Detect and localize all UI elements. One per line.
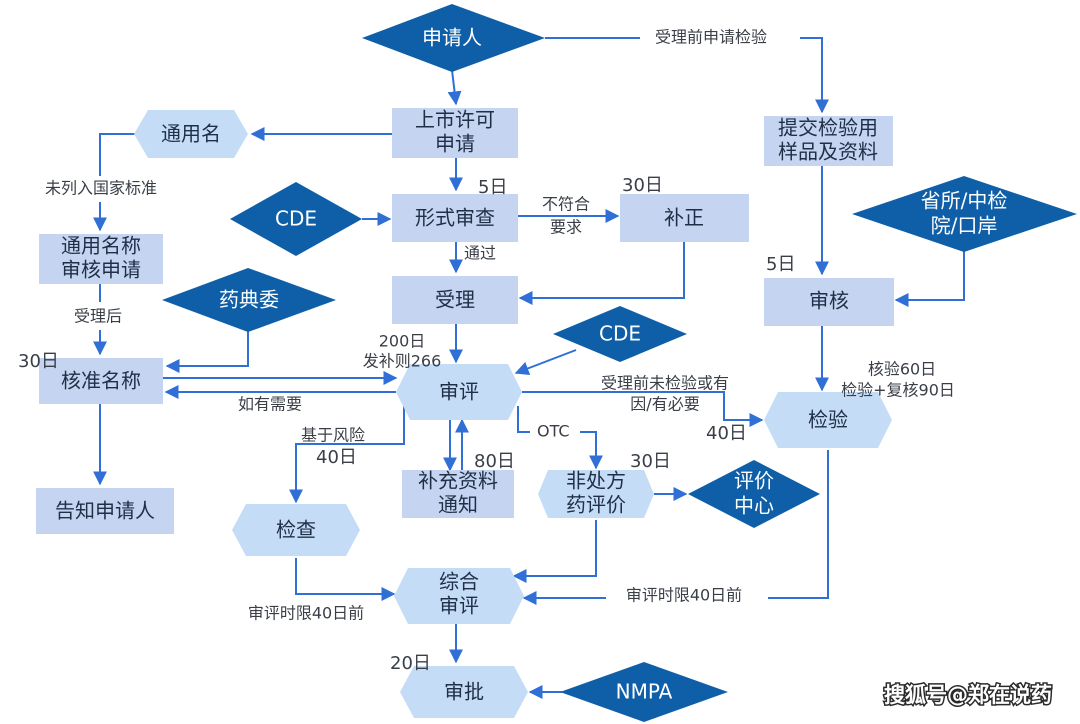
label-test-periods-line-2: 检验+复核90日 — [841, 381, 955, 400]
box-listing-application: 上市许可 申请 — [392, 108, 518, 158]
label-review-deadline-right: 审评时限40日前 — [626, 586, 742, 605]
label-non-compliant-line-1: 不符合 — [542, 195, 590, 214]
diamond-cde-right: CDE — [553, 306, 687, 362]
label-if-needed: 如有需要 — [238, 395, 302, 414]
label-after-acceptance: 受理后 — [74, 307, 122, 326]
label-supplement-rule-line-2: 发补则266 — [363, 352, 442, 371]
provincial-lab-line-2: 院/口岸 — [931, 214, 998, 238]
days-audit: 5日 — [766, 254, 795, 275]
supplement-notice-line-1: 补充资料 — [418, 469, 498, 493]
edge-cde-to-review — [514, 349, 577, 376]
listing-application-line-1: 上市许可 — [415, 108, 495, 132]
label-review-deadline-left: 审评时限40日前 — [248, 604, 364, 623]
applicant-label: 申请人 — [422, 26, 482, 50]
days-approval: 20日 — [390, 653, 431, 674]
box-acceptance: 受理 — [392, 276, 518, 324]
diamond-pharmacopoeia: 药典委 — [162, 268, 336, 332]
edge-lab-to-audit — [894, 248, 965, 307]
diamond-cde-left: CDE — [230, 182, 362, 256]
technical-review-label: 审评 — [439, 380, 479, 404]
edges — [93, 37, 965, 699]
hex-otc-eval: 非处方 药评价 — [538, 469, 654, 518]
days-approve-name: 30日 — [18, 351, 59, 372]
box-notify-applicant: 告知申请人 — [36, 488, 174, 534]
label-risk-based: 基于风险 — [301, 426, 365, 445]
cde-right-label: CDE — [599, 322, 641, 346]
audit-label: 审核 — [809, 289, 849, 313]
label-non-compliant-line-2: 要求 — [550, 218, 582, 237]
label-test-periods-line-1: 核验60日 — [868, 360, 936, 379]
provincial-lab-line-1: 省所/中检 — [921, 189, 1008, 213]
edge-testing-to-comprehensive — [768, 450, 829, 599]
generic-name-review-line-2: 审核申请 — [61, 258, 141, 282]
generic-name-label: 通用名 — [161, 122, 221, 146]
diamond-nmpa: NMPA — [560, 662, 728, 722]
label-supplement-rule-line-1: 200日 — [379, 332, 426, 351]
comprehensive-review-line-1: 综合 — [439, 570, 479, 594]
correction-label: 补正 — [664, 206, 704, 230]
label-pre-acceptance-test: 受理前申请检验 — [655, 28, 767, 47]
label-passed: 通过 — [464, 244, 496, 263]
days-testing: 40日 — [706, 423, 747, 444]
otc-eval-line-1: 非处方 — [566, 469, 626, 493]
days-correction: 30日 — [622, 175, 663, 196]
diamond-provincial-lab: 省所/中检 院/口岸 — [852, 176, 1077, 252]
approval-label: 审批 — [444, 680, 484, 704]
hex-approval: 审批 — [400, 666, 528, 718]
cde-left-label: CDE — [275, 207, 317, 231]
listing-application-line-2: 申请 — [435, 132, 475, 156]
edge-review-to-otc — [517, 406, 530, 433]
days-inspection: 40日 — [316, 447, 357, 468]
watermark: 搜狐号@郑在说药 — [884, 683, 1052, 707]
edge-otc-to-comprehensive — [512, 520, 597, 583]
submit-samples-line-1: 提交检验用 — [778, 116, 878, 140]
pharmacopoeia-label: 药典委 — [219, 288, 279, 312]
hex-generic-name: 通用名 — [134, 110, 248, 158]
hex-technical-review: 审评 — [396, 364, 522, 420]
edge-review-to-inspection — [289, 400, 405, 504]
box-audit: 审核 — [764, 278, 894, 326]
hex-inspection: 检查 — [232, 504, 360, 556]
approve-name-label: 核准名称 — [61, 369, 141, 393]
nmpa-label: NMPA — [616, 680, 673, 704]
hex-comprehensive-review: 综合 审评 — [394, 568, 524, 624]
box-approve-name: 核准名称 — [39, 358, 163, 404]
supplement-notice-line-2: 通知 — [438, 493, 478, 517]
submit-samples-line-2: 样品及资料 — [778, 140, 878, 164]
box-generic-name-review: 通用名称 审核申请 — [39, 234, 163, 284]
days-supplement: 80日 — [474, 451, 515, 472]
edge-review-to-testing — [522, 391, 764, 427]
testing-label: 检验 — [808, 408, 848, 432]
edge-applicant-to-samples-2 — [800, 37, 829, 114]
box-correction: 补正 — [620, 194, 749, 242]
otc-eval-line-2: 药评价 — [566, 493, 626, 517]
label-not-listed: 未列入国家标准 — [45, 179, 157, 198]
comprehensive-review-line-2: 审评 — [439, 594, 479, 618]
edge-correction-to-acceptance — [518, 242, 685, 305]
box-formal-review: 形式审查 — [392, 194, 518, 242]
notify-applicant-label: 告知申请人 — [55, 499, 155, 523]
formal-review-label: 形式审查 — [415, 206, 495, 230]
days-otc-eval: 30日 — [630, 451, 671, 472]
eval-center-line-1: 评价 — [734, 469, 774, 493]
diamond-eval-center: 评价 中心 — [688, 460, 820, 528]
edge-applicant-to-application — [447, 69, 462, 106]
box-submit-samples: 提交检验用 样品及资料 — [764, 116, 893, 166]
label-otc: OTC — [537, 422, 570, 441]
edge-pharmacopoeia-to-approve — [165, 328, 249, 373]
acceptance-label: 受理 — [435, 288, 475, 312]
box-supplement-notice: 补充资料 通知 — [402, 469, 514, 518]
edge-generic-name-to-review — [99, 133, 140, 176]
eval-center-line-2: 中心 — [734, 494, 774, 518]
hex-testing: 检验 — [764, 392, 892, 448]
diamond-applicant: 申请人 — [362, 4, 545, 72]
generic-name-review-line-1: 通用名称 — [61, 234, 141, 258]
edge-inspection-to-comprehensive — [295, 558, 396, 601]
label-untested-line-1: 受理前未检验或有 — [601, 374, 729, 393]
label-untested-line-2: 因/有必要 — [630, 395, 699, 414]
edge-review-to-otc-2 — [580, 431, 603, 470]
days-formal-review: 5日 — [478, 177, 507, 198]
inspection-label: 检查 — [276, 518, 316, 542]
